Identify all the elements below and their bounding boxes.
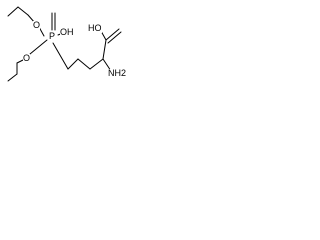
chemical-structure-diagram: O P OH O HO NH2 bbox=[0, 0, 138, 91]
bond-ethyl-upper-2 bbox=[17, 6, 29, 16]
atom-label-oxygen-upper: O bbox=[33, 20, 41, 30]
bond-carboxyl-double-oxygen-b bbox=[107, 31, 122, 44]
atom-label-phosphorus-hydroxyl: OH bbox=[60, 27, 74, 37]
atom-label-phosphorus: P bbox=[49, 31, 56, 41]
bond-phosphorus-to-chain bbox=[52, 42, 69, 70]
bond-ethyl-upper-1 bbox=[7, 6, 19, 17]
bond-chain-2 bbox=[77, 58, 91, 70]
bond-chain-1 bbox=[67, 58, 79, 70]
atom-label-amino-group: NH2 bbox=[108, 68, 127, 78]
bond-alpha-to-carboxyl-carbon bbox=[102, 39, 107, 60]
bond-carboxyl-double-oxygen-a bbox=[105, 28, 120, 41]
atom-label-carboxylic-acid: HO bbox=[88, 23, 102, 33]
bond-oxygen-lower-to-ethyl bbox=[16, 59, 24, 64]
bond-chain-3 bbox=[89, 58, 104, 70]
atom-label-oxygen-lower: O bbox=[23, 53, 31, 63]
bond-carboxyl-to-hydroxyl bbox=[100, 30, 107, 41]
bond-ethyl-lower-2 bbox=[7, 73, 18, 82]
bond-phosphorus-to-oxygen-lower bbox=[29, 39, 48, 55]
bond-layer bbox=[7, 6, 122, 82]
